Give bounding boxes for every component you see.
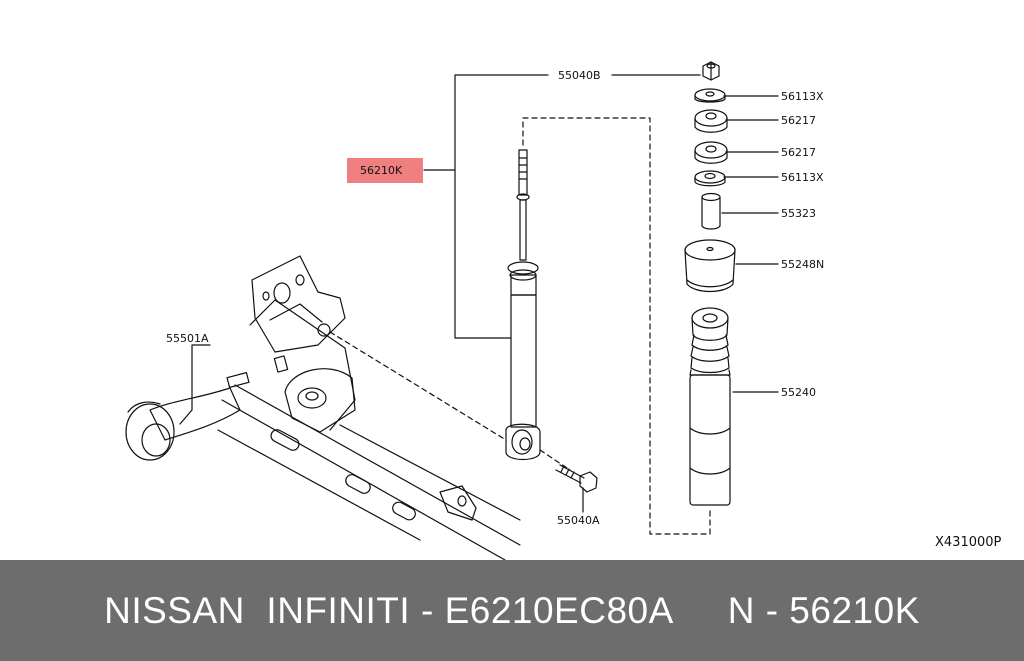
parts-diagram: 55040B 56210K 56113X 56217 56217 56113X … — [125, 61, 1002, 560]
drawing-code: X431000P — [935, 535, 1002, 550]
label-55040b[interactable]: 55040B — [558, 69, 601, 82]
footer-banner: NISSAN INFINITI - E6210EC80A N - 56210K — [0, 560, 1024, 661]
label-55240[interactable]: 55240 — [781, 386, 816, 399]
bumpstop-55240 — [689, 307, 731, 506]
washer-56113x-top — [694, 88, 726, 103]
label-55248n[interactable]: 55248N — [781, 258, 824, 271]
bushing-56217-bottom — [694, 141, 728, 164]
part-labels: 55040B 56210K 56113X 56217 56217 56113X … — [166, 69, 1002, 550]
label-55501a[interactable]: 55501A — [166, 332, 209, 345]
footer-spacer — [674, 590, 728, 632]
label-56113x-bottom[interactable]: 56113X — [781, 171, 824, 184]
footer-brand: NISSAN INFINITI - E6210EC80A — [104, 589, 674, 631]
washer-56113x-bottom — [694, 170, 726, 187]
footer-part-ref: N - 56210K — [727, 589, 920, 631]
label-56113x-top[interactable]: 56113X — [781, 90, 824, 103]
label-55323[interactable]: 55323 — [781, 207, 816, 220]
label-56210k[interactable]: 56210K — [360, 164, 403, 177]
leader-lines — [179, 74, 779, 513]
axle-beam — [125, 255, 521, 560]
dashed-guides — [329, 117, 711, 535]
top-nut — [702, 61, 720, 81]
shock-absorber — [505, 149, 541, 461]
label-56217-bottom[interactable]: 56217 — [781, 146, 816, 159]
bushing-56217-top — [694, 109, 728, 133]
spacer-55323 — [701, 192, 721, 230]
lower-bolt — [555, 464, 598, 493]
label-55040a[interactable]: 55040A — [557, 514, 600, 527]
label-56217-top[interactable]: 56217 — [781, 114, 816, 127]
cap-55248n — [684, 239, 736, 293]
highlight-56210k — [347, 158, 423, 183]
